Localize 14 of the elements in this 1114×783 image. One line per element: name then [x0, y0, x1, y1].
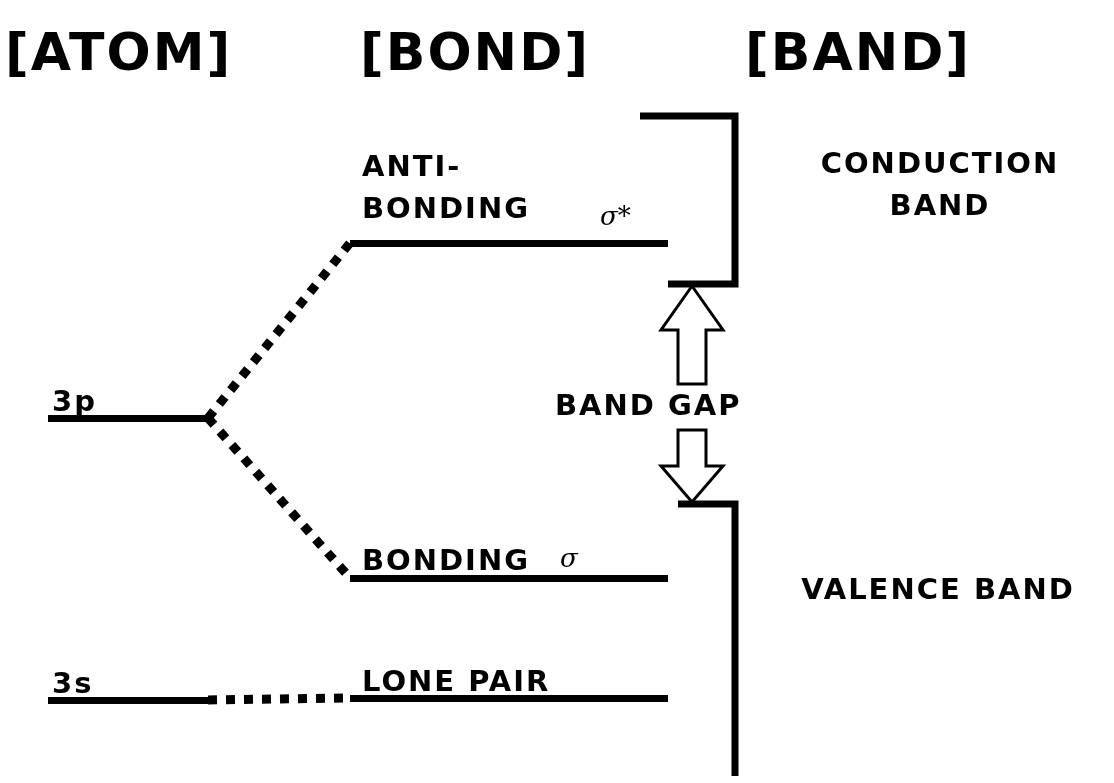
- gap-label: BAND GAP: [555, 387, 742, 424]
- level-label: 3s: [52, 665, 94, 702]
- level-label: LONE PAIR: [362, 663, 551, 700]
- column-heading: [BOND]: [360, 22, 591, 82]
- dotted-line: [204, 240, 354, 421]
- orbital-symbol: σ: [560, 543, 578, 573]
- level-label: 3p: [52, 383, 97, 420]
- band-label: VALENCE BAND: [800, 571, 1076, 608]
- column-heading: [ATOM]: [5, 22, 233, 82]
- level-label: ANTI- BONDING: [362, 148, 531, 228]
- column-heading: [BAND]: [745, 22, 972, 82]
- level-label: BONDING: [362, 542, 530, 579]
- band-label: CONDUCTION BAND: [819, 145, 1061, 225]
- orbital-symbol: σ*: [600, 201, 631, 231]
